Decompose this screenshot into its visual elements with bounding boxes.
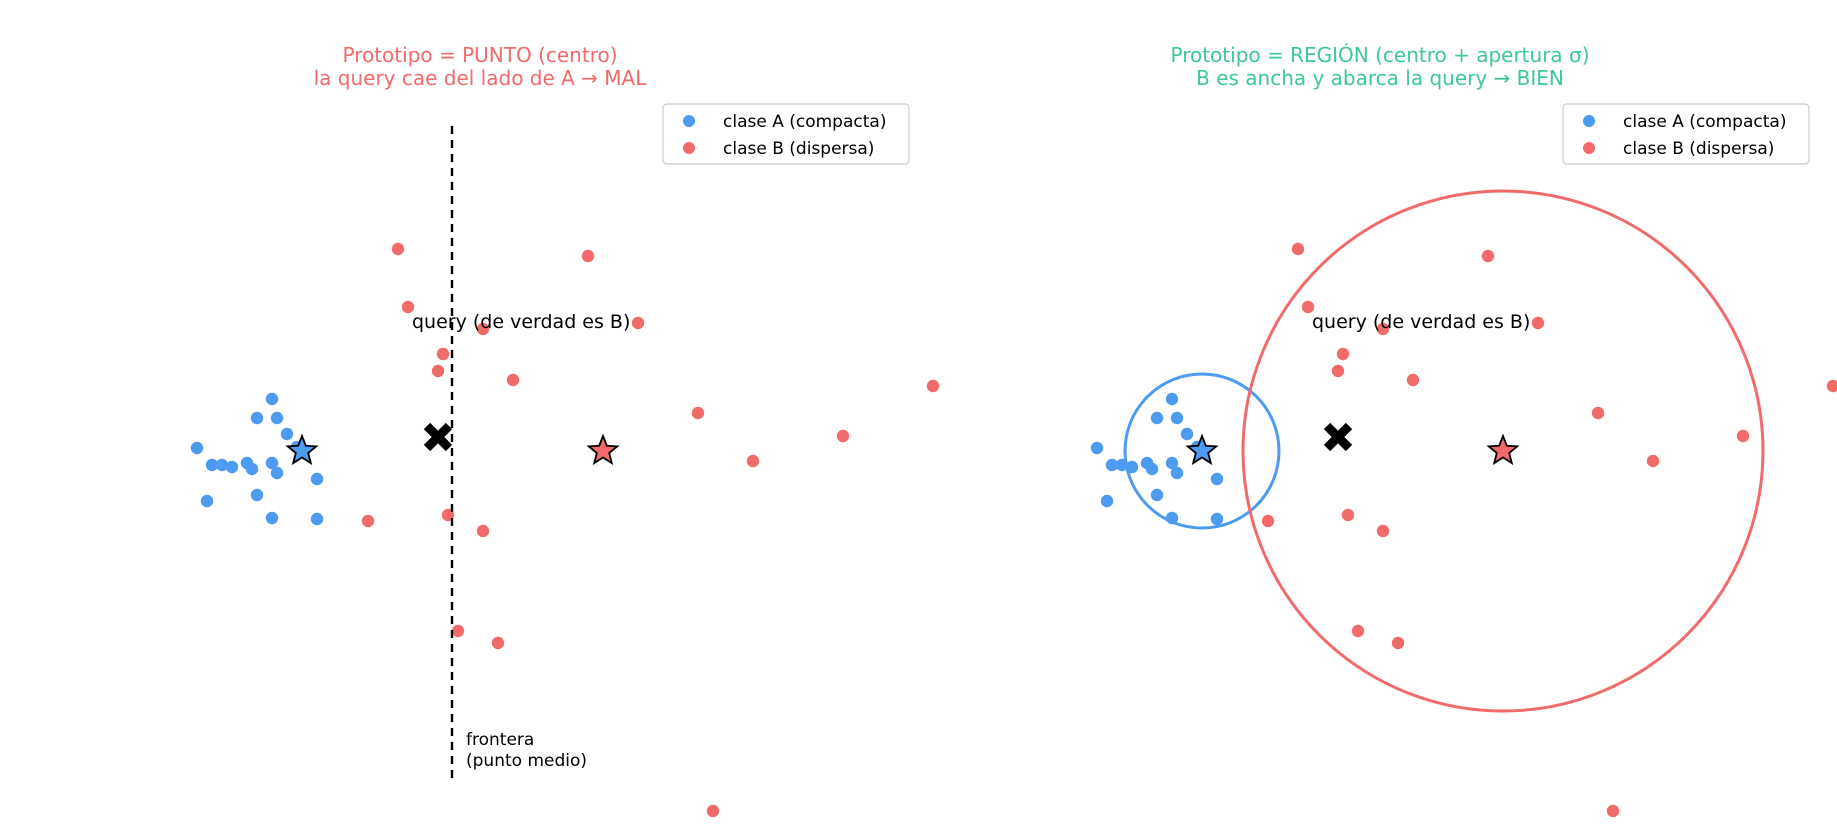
class-b-point	[706, 804, 720, 818]
class-b-point	[1376, 524, 1390, 538]
class-b-point	[1336, 347, 1350, 361]
class-a-point	[265, 392, 279, 406]
class-a-point	[1210, 512, 1224, 526]
class-b-point	[1351, 624, 1365, 638]
class-b-point	[1331, 364, 1345, 378]
class-b-point	[436, 347, 450, 361]
query-marker	[423, 422, 453, 452]
class-a-point	[200, 494, 214, 508]
class-b-point	[1646, 454, 1660, 468]
class-a-point	[1170, 411, 1184, 425]
class-a-point	[1170, 466, 1184, 480]
class-b-point	[836, 429, 850, 443]
class-b-point	[431, 364, 445, 378]
class-b-point	[581, 249, 595, 263]
class-a-point	[310, 472, 324, 486]
right-chart-marks	[1090, 242, 1837, 818]
class-a-point	[1165, 456, 1179, 470]
class-b-point	[401, 300, 415, 314]
class-a-point	[1125, 460, 1139, 474]
class-a-point	[1145, 462, 1159, 476]
class-b-point	[1406, 373, 1420, 387]
class-b-point	[1341, 508, 1355, 522]
left-title-line1: Prototipo = PUNTO (centro)	[342, 43, 617, 67]
legend-marker-class-b	[1583, 142, 1595, 154]
right-query-label: query (de verdad es B)	[1312, 311, 1530, 333]
class-b-point	[1391, 636, 1405, 650]
class-b-point	[476, 322, 490, 336]
boundary-label-line2: (punto medio)	[466, 751, 587, 771]
legend-marker-class-a	[683, 115, 695, 127]
class-b-point	[491, 636, 505, 650]
class-a-point	[1180, 427, 1194, 441]
legend-label-class-a: clase A (compacta)	[1623, 112, 1786, 132]
class-b-point	[361, 514, 375, 528]
class-b-point	[631, 316, 645, 330]
class-a-point	[1105, 458, 1119, 472]
left-chart-marks	[190, 242, 940, 818]
class-a-point	[270, 411, 284, 425]
class-b-point	[1606, 804, 1620, 818]
class-a-point	[1090, 441, 1104, 455]
class-b-point	[1481, 249, 1495, 263]
query-marker	[1323, 422, 1353, 452]
legend-marker-class-a	[1583, 115, 1595, 127]
class-a-point	[250, 488, 264, 502]
class-a-point	[225, 460, 239, 474]
class-a-point	[215, 458, 229, 472]
class-a-point	[310, 512, 324, 526]
legend-label-class-b: clase B (dispersa)	[723, 139, 874, 159]
class-a-point	[1115, 458, 1129, 472]
class-b-point	[1591, 406, 1605, 420]
class-b-point	[746, 454, 760, 468]
class-a-point	[1165, 511, 1179, 525]
class-b-point	[451, 624, 465, 638]
class-a-point	[265, 511, 279, 525]
right-title-line2: B es ancha y abarca la query → BIEN	[1196, 66, 1564, 90]
class-a-prototype-star	[1185, 433, 1219, 466]
class-a-point	[250, 411, 264, 425]
class-a-point	[1210, 472, 1224, 486]
class-b-point	[476, 524, 490, 538]
class-b-point	[391, 242, 405, 256]
left-query-label: query (de verdad es B)	[412, 311, 630, 333]
class-b-point	[1826, 379, 1837, 393]
class-a-point	[265, 456, 279, 470]
class-b-point	[1291, 242, 1305, 256]
panel-point-prototype: Prototipo = PUNTO (centro) la query cae …	[190, 43, 940, 818]
panel-region-prototype: Prototipo = REGIÓN (centro + apertura σ)…	[1090, 43, 1837, 818]
class-a-point	[190, 441, 204, 455]
left-legend: clase A (compacta) clase B (dispersa)	[662, 103, 910, 165]
class-b-region-circle	[1241, 189, 1765, 713]
legend-marker-class-b	[683, 142, 695, 154]
class-b-prototype-star	[1486, 433, 1520, 466]
class-a-region-circle	[1123, 372, 1281, 530]
class-b-prototype-star	[586, 433, 620, 466]
legend-label-class-b: clase B (dispersa)	[1623, 139, 1774, 159]
class-b-point	[926, 379, 940, 393]
right-legend: clase A (compacta) clase B (dispersa)	[1562, 103, 1810, 165]
class-a-point	[1150, 411, 1164, 425]
class-a-point	[1150, 488, 1164, 502]
class-b-point	[1736, 429, 1750, 443]
left-title-line2: la query cae del lado de A → MAL	[314, 66, 648, 90]
class-a-prototype-star	[285, 433, 319, 466]
class-a-point	[1100, 494, 1114, 508]
right-title-line1: Prototipo = REGIÓN (centro + apertura σ)	[1170, 43, 1589, 67]
class-a-point	[245, 462, 259, 476]
class-b-point	[1376, 322, 1390, 336]
class-a-point	[205, 458, 219, 472]
class-b-point	[691, 406, 705, 420]
class-b-point	[1531, 316, 1545, 330]
class-b-point	[1261, 514, 1275, 528]
class-a-point	[1165, 392, 1179, 406]
class-a-point	[280, 427, 294, 441]
class-b-point	[506, 373, 520, 387]
legend-label-class-a: clase A (compacta)	[723, 112, 886, 132]
class-b-point	[1301, 300, 1315, 314]
class-a-point	[270, 466, 284, 480]
boundary-label-line1: frontera	[466, 730, 534, 750]
